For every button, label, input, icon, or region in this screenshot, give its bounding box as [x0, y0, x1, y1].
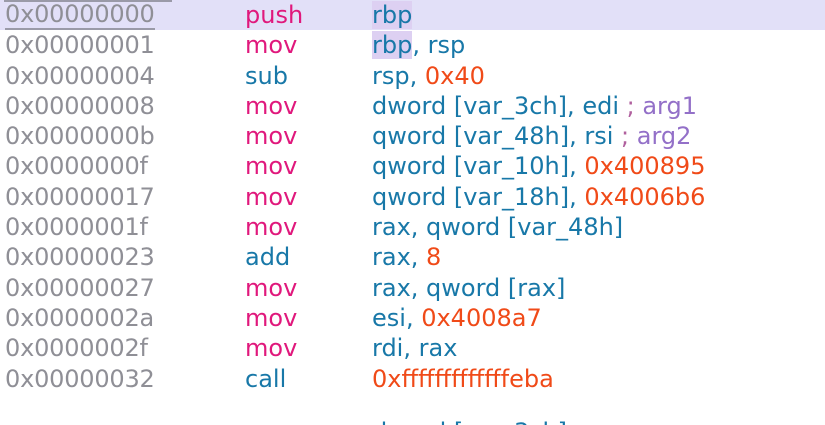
instruction-mnemonic[interactable]: mov — [245, 31, 298, 60]
operand-token-cmt[interactable]: arg2 — [636, 122, 692, 151]
operand-token-reg[interactable]: rax — [418, 334, 458, 363]
instruction-operands[interactable]: dword [var_3ch], edi ; arg1 — [372, 91, 697, 121]
operand-token-punct[interactable]: , — [569, 152, 585, 181]
disassembly-row[interactable]: 0x00000008 mov dword [var_3ch], edi ; arg1 — [0, 91, 825, 121]
disassembly-row[interactable]: 0x0000001f mov rax, qword [var_48h] — [0, 212, 825, 242]
instruction-mnemonic[interactable]: mov — [245, 122, 298, 151]
instruction-mnemonic[interactable]: call — [245, 364, 287, 393]
operand-token-mem[interactable]: qword [var_48h] — [372, 122, 570, 151]
operand-token-mem[interactable]: dword [var_3ch] — [372, 91, 568, 120]
operand-token-num[interactable]: 0x4006b6 — [584, 182, 706, 211]
disassembly-row[interactable]: 0x0000000f mov qword [var_10h], 0x400895 — [0, 151, 825, 181]
instruction-operands[interactable]: rdi, rax — [372, 333, 457, 363]
operand-token-punct[interactable]: , — [403, 334, 419, 363]
disassembly-row[interactable]: 0x00000001 mov rbp, rsp — [0, 30, 825, 60]
operand-token-reg[interactable]: rsp — [427, 31, 466, 60]
instruction-mnemonic[interactable]: mov — [245, 273, 298, 302]
operand-token-cmt[interactable]: arg1 — [642, 91, 697, 120]
operand-token-reg[interactable]: rbp — [372, 1, 413, 29]
disassembly-row[interactable]: 0x0000000b mov qword [var_48h], rsi ; arg2 — [0, 121, 825, 151]
operand-token-punct[interactable]: , — [569, 122, 585, 151]
instruction-operands[interactable]: rbp, rsp — [372, 30, 465, 60]
instruction-address[interactable]: 0x00000027 — [5, 273, 155, 302]
instruction-operands[interactable]: qword [var_18h], 0x4006b6 — [372, 182, 705, 212]
operand-token-mem[interactable]: dword [var_3ch] — [372, 418, 567, 425]
instruction-operands[interactable]: rax, qword [var_48h] — [372, 212, 623, 242]
instruction-address[interactable]: 0x00000008 — [5, 91, 155, 120]
instruction-address[interactable]: 0x00000001 — [5, 31, 155, 60]
operand-token-mem[interactable]: qword [var_18h] — [372, 182, 570, 211]
operand-token-num[interactable]: 0x400895 — [584, 152, 706, 181]
instruction-address[interactable]: 0x0000001f — [5, 213, 148, 242]
current-row-top-rule — [4, 0, 172, 2]
disassembly-row[interactable]: mov dword [var_3ch] — [0, 417, 825, 425]
operand-token-num[interactable]: 8 — [426, 243, 442, 272]
operand-token-num[interactable]: 0xfffffffffffffeba — [372, 364, 554, 393]
instruction-mnemonic[interactable]: mov — [245, 303, 298, 332]
instruction-address[interactable]: 0x00000023 — [5, 243, 155, 272]
disassembly-row[interactable]: 0x00000017 mov qword [var_18h], 0x4006b6 — [0, 182, 825, 212]
instruction-mnemonic[interactable]: mov — [245, 182, 298, 211]
disassembly-row[interactable]: 0x00000000 push rbp — [0, 0, 825, 31]
instruction-address[interactable]: 0x0000002f — [5, 334, 148, 363]
operand-token-reg[interactable]: rbp — [372, 31, 413, 60]
operand-token-punct[interactable]: , — [405, 303, 422, 332]
instruction-address[interactable]: 0x00000000 — [5, 0, 155, 31]
instruction-mnemonic[interactable]: push — [245, 1, 304, 29]
operand-token-reg[interactable]: rax — [372, 213, 411, 242]
operand-token-reg[interactable]: rax — [372, 273, 411, 302]
disassembly-row[interactable]: 0x00000023 add rax, 8 — [0, 242, 825, 272]
instruction-address[interactable]: 0x00000032 — [5, 364, 155, 393]
instruction-operands[interactable]: rsp, 0x40 — [372, 61, 485, 91]
instruction-mnemonic[interactable]: mov — [245, 91, 298, 120]
disassembly-row[interactable]: 0x00000027 mov rax, qword [rax] — [0, 273, 825, 303]
instruction-mnemonic[interactable]: mov — [245, 417, 297, 425]
instruction-address[interactable]: 0x0000002a — [5, 303, 155, 332]
operand-token-reg[interactable]: rsp — [372, 61, 410, 90]
operand-token-mem[interactable]: qword [var_48h] — [426, 213, 624, 242]
instruction-operands[interactable]: dword [var_3ch] — [372, 417, 567, 425]
operand-token-punct[interactable]: , — [412, 31, 428, 60]
operand-token-num[interactable]: 0x40 — [424, 61, 485, 90]
partial-row-clipped[interactable]: mov dword [var_3ch] — [0, 417, 825, 425]
instruction-address[interactable]: 0x00000017 — [5, 182, 155, 211]
operand-token-cmt-semi[interactable]: ; — [618, 91, 643, 120]
instruction-address[interactable]: 0x0000000f — [5, 152, 148, 181]
operand-token-reg[interactable]: rsi — [584, 122, 614, 151]
operand-token-punct[interactable]: , — [410, 243, 427, 272]
disassembly-row[interactable]: 0x0000002f mov rdi, rax — [0, 333, 825, 363]
instruction-operands[interactable]: 0xfffffffffffffeba — [372, 364, 554, 394]
instruction-mnemonic[interactable]: mov — [245, 152, 298, 181]
disassembly-row[interactable]: 0x0000002a mov esi, 0x4008a7 — [0, 303, 825, 333]
operand-token-punct[interactable]: , — [410, 273, 427, 302]
instruction-operands[interactable]: qword [var_48h], rsi ; arg2 — [372, 121, 691, 151]
instruction-mnemonic[interactable]: sub — [245, 61, 288, 90]
instruction-operands[interactable]: rax, qword [rax] — [372, 273, 565, 303]
instruction-operands[interactable]: rbp — [372, 0, 413, 30]
operand-token-reg[interactable]: esi — [372, 303, 406, 332]
operand-token-punct[interactable]: , — [409, 61, 425, 90]
instruction-mnemonic[interactable]: mov — [245, 334, 298, 363]
operand-token-punct[interactable]: , — [569, 182, 585, 211]
disassembly-row[interactable]: 0x00000004 sub rsp, 0x40 — [0, 61, 825, 91]
operand-token-reg[interactable]: rax — [372, 243, 411, 272]
operand-token-cmt-semi[interactable]: ; — [613, 122, 637, 151]
instruction-address[interactable]: 0x0000000b — [5, 122, 155, 151]
operand-token-punct[interactable]: , — [410, 213, 427, 242]
instruction-mnemonic[interactable]: mov — [245, 213, 298, 242]
disassembly-row[interactable]: 0x00000032 call 0xfffffffffffffeba — [0, 364, 825, 394]
instruction-address[interactable]: 0x00000004 — [5, 61, 155, 90]
instruction-mnemonic[interactable]: add — [245, 243, 291, 272]
operand-token-reg[interactable]: rdi — [372, 334, 404, 363]
instruction-operands[interactable]: qword [var_10h], 0x400895 — [372, 151, 705, 181]
operand-token-punct[interactable]: , — [567, 91, 583, 120]
operand-token-mem[interactable]: qword [rax] — [426, 273, 566, 302]
operand-token-mem[interactable]: qword [var_10h] — [372, 152, 570, 181]
operand-token-num[interactable]: 0x4008a7 — [421, 303, 542, 332]
instruction-operands[interactable]: rax, 8 — [372, 242, 441, 272]
operand-token-reg[interactable]: edi — [582, 91, 619, 120]
instruction-operands[interactable]: esi, 0x4008a7 — [372, 303, 542, 333]
